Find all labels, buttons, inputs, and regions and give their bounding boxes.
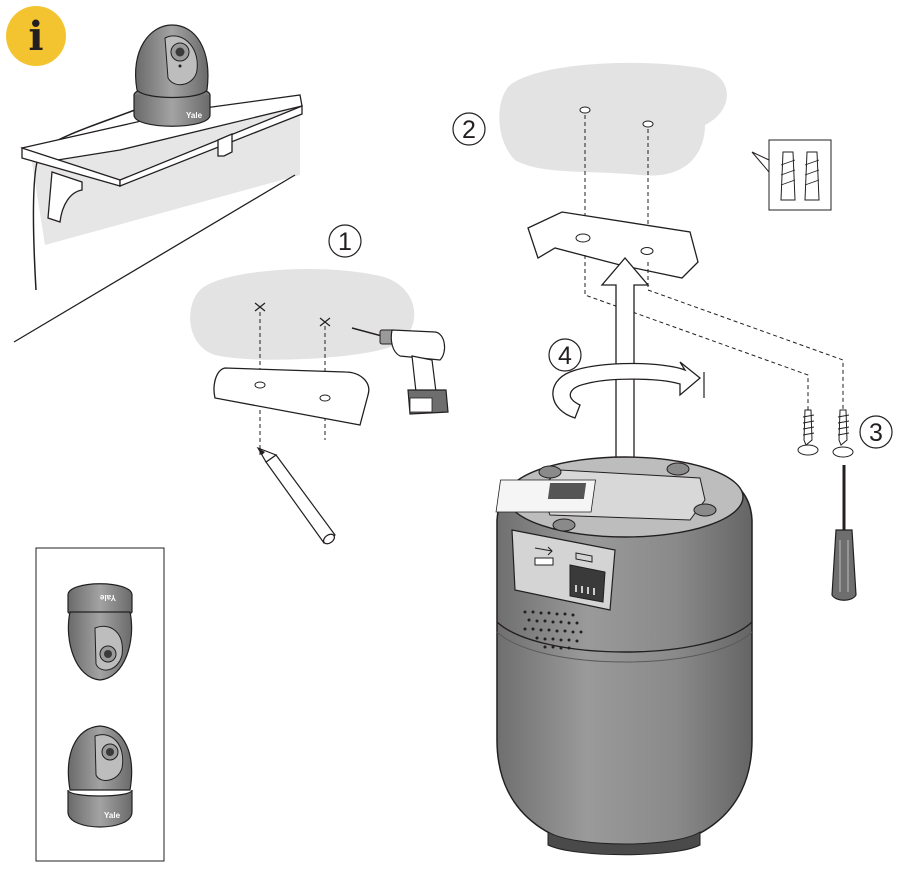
ceiling-cam-lens bbox=[104, 650, 112, 658]
screw-left-thread bbox=[802, 414, 815, 436]
pencil-lead bbox=[258, 448, 265, 455]
camera-led bbox=[178, 64, 182, 68]
wall-plugs-frame bbox=[768, 139, 832, 211]
pencil-body bbox=[265, 454, 336, 544]
step-4-scene: 4 bbox=[548, 256, 705, 466]
shelf-scene: Yale bbox=[13, 24, 303, 343]
step-2-scene: 2 bbox=[452, 62, 844, 410]
step-1-label: 1 bbox=[338, 228, 352, 256]
step-3-badge: 3 bbox=[859, 415, 893, 449]
usb-icon bbox=[534, 546, 553, 556]
step-1-scene: 1 bbox=[190, 224, 449, 545]
wall-plug-left-icon bbox=[780, 151, 796, 201]
wall-hole-right bbox=[642, 120, 654, 128]
screw-left-icon bbox=[797, 409, 819, 456]
wall-plugs-box bbox=[751, 139, 832, 211]
wall-floor-line bbox=[13, 174, 296, 343]
desk-cam-base bbox=[67, 789, 133, 828]
step-4-label: 4 bbox=[558, 342, 572, 370]
camera-foot-4 bbox=[693, 503, 717, 517]
step-2-badge: 2 bbox=[452, 112, 486, 146]
mounting-plate-step1 bbox=[213, 367, 370, 426]
desk-cam-logo: Yale bbox=[104, 811, 121, 820]
screw-right-thread bbox=[837, 414, 850, 436]
drill-body bbox=[390, 329, 446, 361]
step-1-circle bbox=[328, 224, 362, 258]
wall-hole-left bbox=[579, 106, 591, 114]
mounting-options-box: Yale Yale bbox=[35, 547, 165, 862]
wall-plug-right-icon bbox=[804, 151, 820, 201]
screw-right-icon bbox=[832, 409, 854, 458]
wall-plug-ribs bbox=[780, 159, 820, 186]
wall-plugs-pointer bbox=[751, 151, 770, 174]
ethernet-port bbox=[569, 564, 606, 603]
camera-desk-mounted: Yale bbox=[67, 725, 133, 828]
camera-foot-3 bbox=[552, 518, 576, 532]
camera-on-shelf: Yale bbox=[133, 24, 211, 127]
drill-mark-left bbox=[254, 302, 266, 312]
camera-ceiling-mounted: Yale bbox=[67, 583, 133, 681]
camera-foot-1 bbox=[538, 465, 562, 479]
shelf-bracket-right bbox=[217, 133, 233, 157]
camera-main-seam bbox=[496, 621, 753, 653]
screwdriver-grip-lines bbox=[839, 540, 849, 592]
speaker-grille bbox=[523, 610, 583, 650]
bracket-hole-right bbox=[640, 247, 654, 255]
screwdriver-icon bbox=[831, 465, 857, 601]
camera-logo: Yale bbox=[186, 111, 203, 120]
ceiling-cam-logo: Yale bbox=[99, 593, 116, 602]
wall-patch-2 bbox=[499, 62, 727, 176]
step-4-circle bbox=[548, 338, 582, 372]
drill-bit bbox=[351, 327, 383, 337]
info-badge: i bbox=[6, 6, 66, 66]
step-2-label: 2 bbox=[462, 116, 476, 144]
camera-foot-2 bbox=[666, 462, 690, 476]
info-badge-circle bbox=[6, 6, 66, 66]
up-arrow-icon bbox=[600, 256, 650, 466]
screw-guide-right bbox=[647, 262, 844, 410]
ethernet-icon bbox=[575, 552, 593, 563]
screwdriver-handle bbox=[831, 529, 857, 601]
step-1-badge: 1 bbox=[328, 224, 362, 258]
camera-main bbox=[495, 456, 753, 856]
plate-hole-left bbox=[254, 381, 266, 389]
drill-handle bbox=[411, 355, 437, 393]
camera-main-bottom-dark bbox=[547, 831, 701, 856]
camera-base bbox=[133, 95, 211, 127]
drill-battery-face bbox=[409, 397, 433, 413]
shelf-board-edge bbox=[119, 105, 303, 187]
camera-lens bbox=[175, 47, 185, 57]
screw-left-head bbox=[797, 444, 819, 456]
pencil-end bbox=[322, 533, 336, 545]
shelf-wall-shade bbox=[30, 95, 300, 245]
drill-icon bbox=[351, 327, 449, 415]
plate-hole-right bbox=[319, 394, 331, 402]
drill-mark-right bbox=[319, 317, 331, 327]
usb-port bbox=[534, 557, 554, 566]
desk-cam-lens bbox=[106, 748, 114, 756]
step-4-badge: 4 bbox=[548, 338, 582, 372]
screw-guide-left bbox=[584, 255, 809, 410]
camera-main-seam-2 bbox=[496, 631, 753, 663]
pencil-icon bbox=[256, 446, 336, 545]
screw-right-head bbox=[832, 446, 854, 458]
step-2-circle bbox=[452, 112, 486, 146]
camera-main-qr-code bbox=[547, 483, 587, 499]
step-3-scene: 3 bbox=[797, 409, 893, 601]
step-3-circle bbox=[859, 415, 893, 449]
shelf-bracket-left bbox=[47, 171, 83, 223]
wall-patch-1 bbox=[190, 268, 415, 360]
step-3-label: 3 bbox=[869, 419, 883, 447]
bracket-hole-left bbox=[575, 233, 591, 243]
wall-bracket bbox=[527, 211, 699, 279]
rotate-arrow-icon bbox=[552, 361, 702, 419]
ethernet-port-pins bbox=[575, 585, 595, 595]
info-icon: i bbox=[28, 13, 43, 60]
